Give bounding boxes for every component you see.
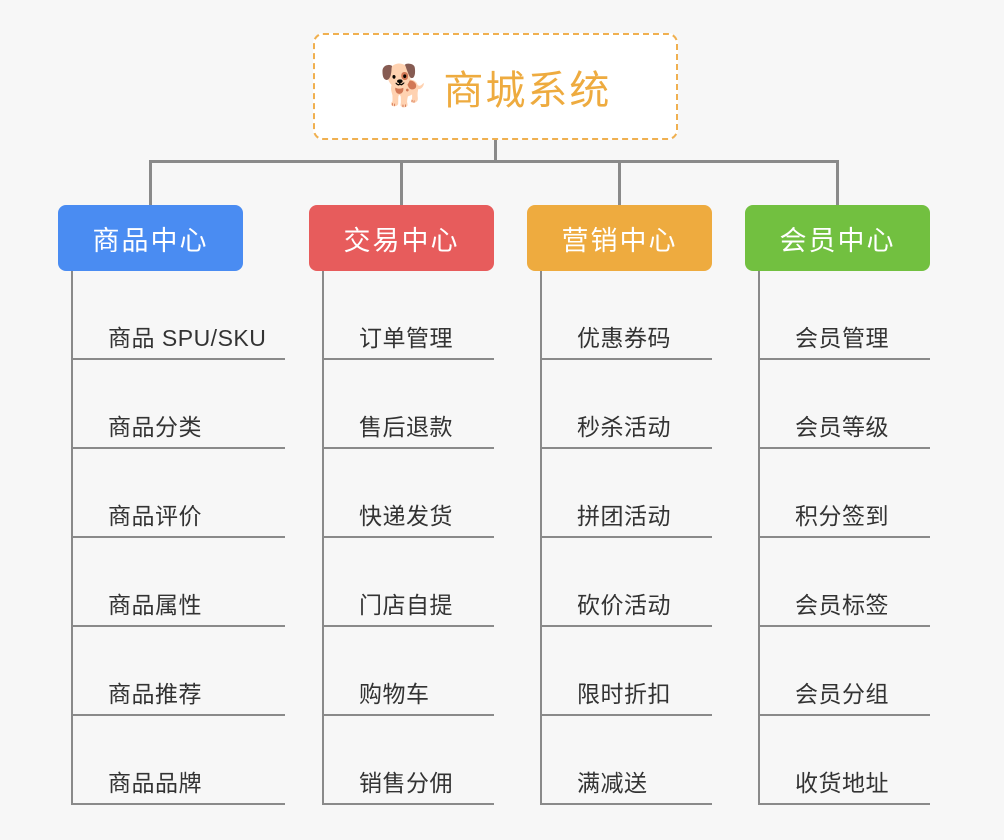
leaf-item[interactable]: 会员等级 (760, 360, 930, 449)
leaf-item-label: 商品评价 (108, 503, 202, 529)
leaf-item-label: 限时折扣 (577, 681, 671, 707)
branch-header-member-center[interactable]: 会员中心 (745, 205, 930, 271)
branch-header-product-center[interactable]: 商品中心 (58, 205, 243, 271)
leaf-item[interactable]: 会员标签 (760, 538, 930, 627)
leaf-item-label: 购物车 (359, 681, 430, 707)
leaf-item-label: 秒杀活动 (577, 414, 671, 440)
branch-trade-center: 交易中心 订单管理 售后退款 快递发货 门店自提 购物车 销售分佣 (309, 205, 494, 805)
leaf-item-label: 销售分佣 (359, 770, 453, 796)
leaf-item-label: 会员管理 (795, 325, 889, 351)
leaf-item[interactable]: 会员管理 (760, 271, 930, 360)
leaf-item[interactable]: 购物车 (324, 627, 494, 716)
leaf-item[interactable]: 收货地址 (760, 716, 930, 805)
root-node[interactable]: 🐕 商城系统 (313, 33, 678, 140)
leaf-item-label: 砍价活动 (577, 592, 671, 618)
leaf-item[interactable]: 积分签到 (760, 449, 930, 538)
leaf-list-member-center: 会员管理 会员等级 积分签到 会员标签 会员分组 收货地址 (758, 271, 930, 805)
leaf-item[interactable]: 售后退款 (324, 360, 494, 449)
leaf-item-label: 商品品牌 (108, 770, 202, 796)
leaf-item-label: 会员分组 (795, 681, 889, 707)
branch-header-label: 交易中心 (343, 225, 460, 256)
leaf-item-label: 积分签到 (795, 503, 889, 529)
leaf-item[interactable]: 限时折扣 (542, 627, 712, 716)
leaf-item[interactable]: 商品推荐 (73, 627, 285, 716)
leaf-item-label: 会员标签 (795, 592, 889, 618)
branch-header-label: 会员中心 (779, 225, 896, 256)
leaf-item[interactable]: 订单管理 (324, 271, 494, 360)
leaf-item-label: 商品 SPU/SKU (108, 325, 267, 351)
leaf-list-marketing-center: 优惠券码 秒杀活动 拼团活动 砍价活动 限时折扣 满减送 (540, 271, 712, 805)
leaf-item-label: 商品属性 (108, 592, 202, 618)
leaf-item[interactable]: 门店自提 (324, 538, 494, 627)
leaf-item[interactable]: 商品评价 (73, 449, 285, 538)
leaf-item[interactable]: 优惠券码 (542, 271, 712, 360)
leaf-item-label: 订单管理 (359, 325, 453, 351)
leaf-item-label: 会员等级 (795, 414, 889, 440)
leaf-item[interactable]: 砍价活动 (542, 538, 712, 627)
leaf-item-label: 拼团活动 (577, 503, 671, 529)
branch-header-label: 商品中心 (92, 225, 209, 256)
branch-product-center: 商品中心 商品 SPU/SKU 商品分类 商品评价 商品属性 商品推荐 商品品牌 (58, 205, 285, 805)
branch-member-center: 会员中心 会员管理 会员等级 积分签到 会员标签 会员分组 收货地址 (745, 205, 930, 805)
branch-header-marketing-center[interactable]: 营销中心 (527, 205, 712, 271)
leaf-item-label: 门店自提 (359, 592, 453, 618)
leaf-item[interactable]: 拼团活动 (542, 449, 712, 538)
leaf-item[interactable]: 商品品牌 (73, 716, 285, 805)
leaf-item-label: 优惠券码 (577, 325, 671, 351)
branch-marketing-center: 营销中心 优惠券码 秒杀活动 拼团活动 砍价活动 限时折扣 满减送 (527, 205, 712, 805)
branch-header-label: 营销中心 (561, 225, 678, 256)
leaf-item-label: 商品推荐 (108, 681, 202, 707)
connector-drop-1 (149, 160, 152, 205)
root-title: 商城系统 (443, 68, 612, 113)
leaf-item-label: 收货地址 (795, 770, 889, 796)
leaf-list-trade-center: 订单管理 售后退款 快递发货 门店自提 购物车 销售分佣 (322, 271, 494, 805)
leaf-item-label: 满减送 (577, 770, 648, 796)
leaf-item[interactable]: 商品属性 (73, 538, 285, 627)
branch-header-trade-center[interactable]: 交易中心 (309, 205, 494, 271)
leaf-item[interactable]: 会员分组 (760, 627, 930, 716)
leaf-item[interactable]: 商品分类 (73, 360, 285, 449)
leaf-item[interactable]: 销售分佣 (324, 716, 494, 805)
leaf-item-label: 快递发货 (359, 503, 453, 529)
leaf-item-label: 售后退款 (359, 414, 453, 440)
connector-drop-2 (400, 160, 403, 205)
leaf-item-label: 商品分类 (108, 414, 202, 440)
connector-drop-4 (836, 160, 839, 205)
connector-root-stem (494, 140, 497, 162)
connector-drop-3 (618, 160, 621, 205)
dog-face-icon: 🐕 (379, 63, 430, 108)
leaf-item[interactable]: 满减送 (542, 716, 712, 805)
connector-horizontal-bus (149, 160, 839, 163)
leaf-item[interactable]: 快递发货 (324, 449, 494, 538)
leaf-item[interactable]: 秒杀活动 (542, 360, 712, 449)
leaf-list-product-center: 商品 SPU/SKU 商品分类 商品评价 商品属性 商品推荐 商品品牌 (71, 271, 285, 805)
leaf-item[interactable]: 商品 SPU/SKU (73, 271, 285, 360)
